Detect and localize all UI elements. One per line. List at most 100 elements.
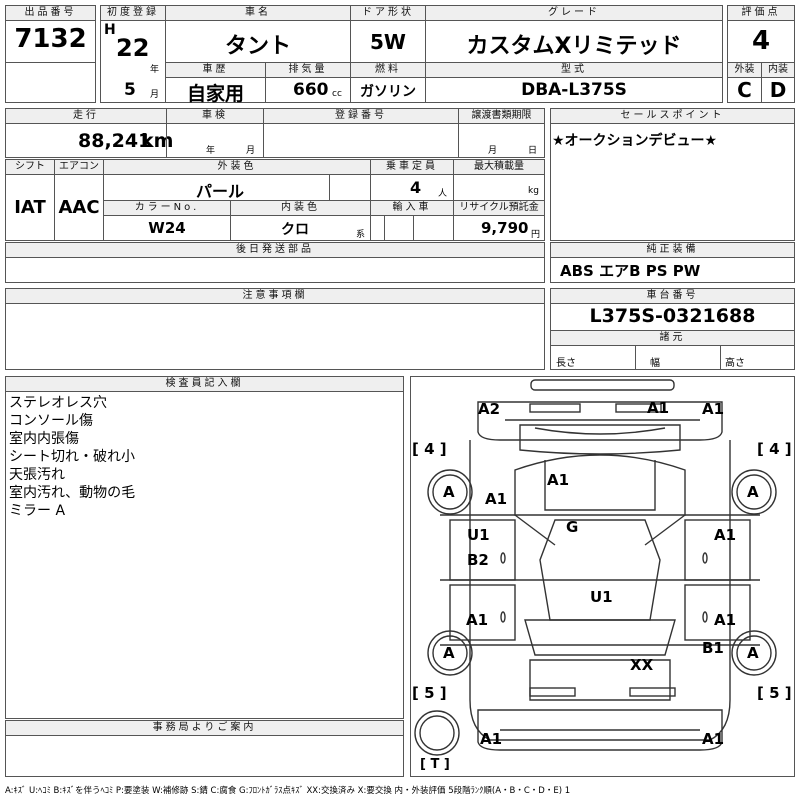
- month-unit: 月: [150, 90, 160, 100]
- score-header: 評価点: [727, 5, 795, 21]
- recycle-unit: 円: [531, 230, 541, 240]
- reg-no-cell: [263, 123, 459, 158]
- ac-header: エアコン: [54, 159, 104, 175]
- chassis-header: 車台番号: [550, 288, 795, 304]
- door: 5W: [370, 30, 406, 54]
- int-color-header: 内装色: [230, 200, 371, 216]
- damage-mark: A1: [647, 399, 670, 417]
- ext-grade: C: [737, 78, 752, 102]
- displacement: 660: [293, 80, 329, 100]
- notes-header: 注意事項欄: [5, 288, 545, 304]
- damage-mark: G: [566, 518, 579, 536]
- damage-mark: A1: [714, 611, 737, 629]
- car-diagram: [414, 379, 777, 756]
- tire-label: [ 5 ]: [412, 684, 447, 702]
- damage-mark: A1: [702, 400, 725, 418]
- capacity: 4: [410, 178, 422, 197]
- damage-mark: A: [747, 644, 759, 662]
- ac: AAC: [58, 197, 100, 218]
- era: H: [104, 22, 116, 38]
- reg-month: 5: [124, 80, 136, 100]
- height-label: 高さ: [725, 358, 745, 369]
- inspector-line: ステレオレス穴: [9, 395, 107, 411]
- damage-mark: A1: [714, 526, 737, 544]
- sales-points: ★オークションデビュー★: [552, 133, 718, 149]
- damage-mark: A1: [485, 490, 508, 508]
- office-cell: [5, 735, 404, 777]
- legend: A:ｷｽﾞ U:ﾍｺﾐ B:ｷｽﾞを伴うﾍｺﾐ P:要塗装 W:補修跡 S:錆 …: [5, 786, 571, 796]
- damage-mark: A1: [480, 730, 503, 748]
- inspector-line: 室内汚れ、動物の毛: [9, 485, 136, 501]
- mileage: 88,241: [78, 130, 152, 152]
- equipment-cell: [550, 257, 795, 283]
- damage-mark: U1: [590, 588, 613, 606]
- office-header: 事務局よりご案内: [5, 720, 404, 736]
- first-reg-header: 初度登録: [100, 5, 166, 21]
- fuel: ガソリン: [360, 84, 416, 100]
- mileage-unit: km: [141, 130, 174, 152]
- score: 4: [751, 26, 771, 56]
- int-color-unit: 系: [356, 230, 366, 240]
- length-label: 長さ: [556, 358, 576, 369]
- tire-label: [ 4 ]: [412, 440, 447, 458]
- width-cell: [635, 345, 721, 370]
- notes-cell: [5, 303, 545, 370]
- color-divider: [329, 174, 371, 201]
- model-header: 型式: [425, 62, 723, 78]
- chassis-no: L375S-0321688: [589, 305, 756, 327]
- shift: IAT: [14, 197, 46, 218]
- damage-mark: B2: [467, 551, 489, 569]
- inspector-header: 検査員記入欄: [5, 376, 404, 392]
- damage-mark: U1: [467, 526, 490, 544]
- damage-mark: A2: [478, 400, 501, 418]
- car-diagram-frame: [410, 376, 795, 777]
- year-unit: 年: [150, 65, 160, 75]
- history: 自家用: [186, 83, 244, 105]
- color-header: 外装色: [103, 159, 371, 175]
- reg-no-header: 登録番号: [263, 108, 459, 124]
- recycle: 9,790: [481, 219, 529, 237]
- shift-header: シフト: [5, 159, 55, 175]
- model: DBA-L375S: [521, 80, 627, 100]
- damage-mark: A1: [547, 471, 570, 489]
- lot-no-lower-cell: [5, 62, 96, 103]
- inspector-cell: [5, 391, 404, 719]
- transfer-day-unit: 日: [528, 146, 538, 156]
- inspector-line: コンソール傷: [9, 413, 93, 429]
- later-parts-header: 後日発送部品: [5, 242, 545, 258]
- load-header: 最大積載量: [453, 159, 545, 175]
- grade: カスタムXリミテッド: [466, 34, 682, 59]
- history-header: 車歴: [165, 62, 266, 78]
- model-cell: [425, 77, 723, 103]
- fuel-header: 燃料: [350, 62, 426, 78]
- sales-points-header: セールスポイント: [550, 108, 795, 124]
- tire-label: [ 4 ]: [757, 440, 792, 458]
- import-divider: [384, 215, 414, 241]
- insp-year-unit: 年: [206, 146, 216, 156]
- ext-header: 外装: [727, 62, 762, 78]
- displacement-header: 排気量: [265, 62, 351, 78]
- specs-header: 諸元: [550, 330, 795, 346]
- damage-mark: A1: [702, 730, 725, 748]
- inspector-line: 天張汚れ: [9, 467, 65, 483]
- car-name: タント: [224, 34, 291, 59]
- int-cell: [761, 77, 795, 103]
- int-grade: D: [769, 78, 787, 102]
- tire-label: [ T ]: [420, 757, 450, 772]
- sales-points-cell: [550, 123, 795, 241]
- color-no-header: カラーNo.: [103, 200, 231, 216]
- equipment: ABS エアB PS PW: [560, 262, 701, 280]
- lot-no: 7132: [14, 24, 87, 54]
- grade-header: グレード: [425, 5, 723, 21]
- inspector-line: シート切れ・破れ小: [9, 449, 135, 465]
- recycle-header: リサイクル預託金: [453, 200, 545, 216]
- insp-month-unit: 月: [246, 146, 256, 156]
- car-name-header: 車名: [165, 5, 351, 21]
- import-header: 輸入車: [370, 200, 454, 216]
- width-label: 幅: [650, 358, 660, 369]
- color-no: W24: [148, 219, 186, 237]
- transfer-month-unit: 月: [488, 146, 498, 156]
- equipment-header: 純正装備: [550, 242, 795, 258]
- inspector-line: 室内内張傷: [9, 431, 79, 447]
- color: パール: [195, 182, 244, 201]
